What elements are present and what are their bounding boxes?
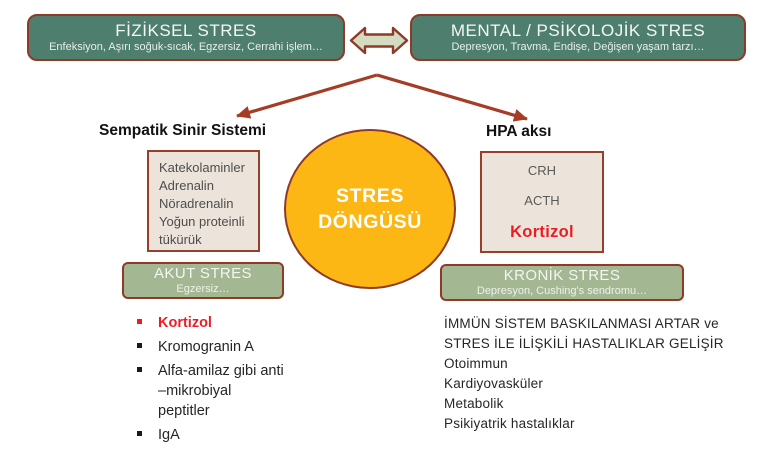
mental-stress-box: MENTAL / PSİKOLOJİK STRES Depresyon, Tra… (410, 14, 746, 61)
mediator-line: tükürük (159, 231, 202, 247)
mediator-line: Yoğun proteinli (159, 213, 245, 229)
acute-stress-title: AKUT STRES (154, 264, 252, 282)
mediator-line: Katekolaminler (159, 160, 245, 175)
chronic-stress-outcomes: İMMÜN SİSTEM BASKILANMASI ARTAR ve STRES… (444, 314, 764, 434)
chronic-stress-title: KRONİK STRES (503, 266, 621, 284)
mediator-line: Adrenalin (159, 177, 214, 193)
list-item: Alfa-amilaz gibi anti –mikrobiyal peptit… (135, 361, 284, 421)
acute-stress-markers-list: Kortizol Kromogranin A Alfa-amilaz gibi … (135, 313, 285, 449)
outcome-line: Metabolik (444, 395, 504, 411)
sympathetic-mediators-box: Katekolaminler Adrenalin Nöradrenalin Yo… (147, 150, 260, 252)
acute-stress-subtitle: Egzersiz… (176, 283, 230, 296)
outcome-line: STRES İLE İLİŞKİLİ HASTALIKLAR GELİŞİR (444, 335, 724, 351)
outcome-line: Kardiyovasküler (444, 375, 544, 391)
circle-line-2: DÖNGÜSÜ (318, 211, 422, 233)
marker-iga: IgA (158, 427, 180, 443)
mediator-line: Nöradrenalin (159, 195, 234, 211)
mental-stress-title: MENTAL / PSİKOLOJİK STRES (450, 20, 706, 40)
hpa-axis-heading: HPA aksı (486, 123, 552, 140)
marker-kromogranin: Kromogranin A (158, 339, 254, 355)
physical-stress-box: FİZİKSEL STRES Enfeksiyon, Aşırı soğuk-s… (27, 14, 345, 61)
hormone-acth: ACTH (524, 193, 560, 208)
acute-stress-box: AKUT STRES Egzersiz… (122, 262, 284, 299)
outcome-line: Otoimmun (444, 355, 508, 371)
bullet-square-icon (137, 319, 142, 324)
mental-stress-subtitle: Depresyon, Travma, Endişe, Değişen yaşam… (451, 41, 705, 54)
list-item: IgA (135, 425, 284, 445)
hpa-hormones-box: CRH ACTH Kortizol (480, 151, 604, 253)
hormone-kortizol: Kortizol (510, 223, 574, 241)
physical-stress-subtitle: Enfeksiyon, Aşırı soğuk-sıcak, Egzersiz,… (49, 41, 323, 54)
double-arrow-icon (349, 26, 409, 55)
bullet-square-icon (137, 343, 142, 348)
list-item: Kortizol (135, 313, 284, 333)
chronic-stress-box: KRONİK STRES Depresyon, Cushing's sendro… (440, 264, 684, 301)
sympathetic-system-heading: Sempatik Sinir Sistemi (99, 122, 267, 139)
outcome-line: İMMÜN SİSTEM BASKILANMASI ARTAR ve (444, 316, 719, 331)
list-item: Kromogranin A (135, 337, 284, 357)
stress-cycle-circle: STRES DÖNGÜSÜ (284, 129, 456, 289)
marker-alfa-amilaz: Alfa-amilaz gibi anti –mikrobiyal peptit… (158, 363, 284, 419)
physical-stress-title: FİZİKSEL STRES (115, 20, 257, 40)
hormone-crh: CRH (527, 163, 557, 178)
bullet-square-icon (137, 367, 142, 372)
outcome-line: Psikiyatrik hastalıklar (444, 415, 575, 431)
marker-kortizol: Kortizol (158, 315, 212, 331)
chronic-stress-subtitle: Depresyon, Cushing's sendromu… (476, 285, 648, 298)
bullet-square-icon (137, 431, 142, 436)
circle-line-1: STRES (335, 184, 404, 207)
